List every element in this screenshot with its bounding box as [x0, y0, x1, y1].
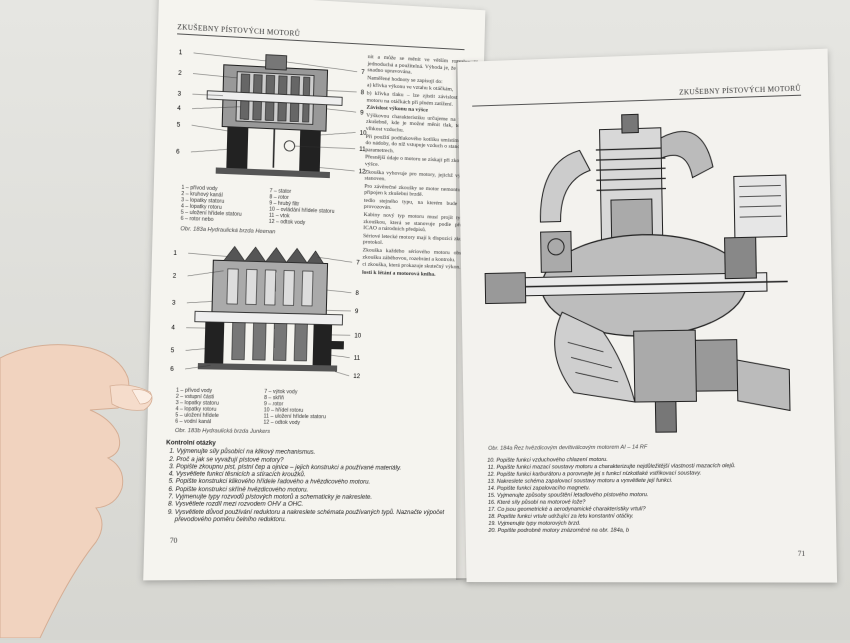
callout-b11: 11 [354, 356, 361, 362]
radial-engine-section-drawing [478, 103, 811, 444]
control-questions: Kontrolní otázky Vyjmenujte síly působíc… [164, 440, 464, 524]
figure-a-legend-col2: 7 – stator 8 – rotor 9 – hrubý filtr 10 … [269, 188, 362, 228]
question-item: Vysvětlete rozdíl mezi rozvodem OHV a OH… [175, 502, 463, 510]
hand-holding-book [0, 338, 190, 638]
callout-b9: 9 [355, 309, 359, 315]
callout-2: 2 [178, 71, 182, 77]
figure-heenan-brake [184, 42, 364, 193]
callout-b3: 3 [172, 300, 176, 306]
figure-b-legend-col2: 7 – výtok vody 8 – skříň 9 – rotor 10 – … [263, 389, 357, 427]
callout-b1: 1 [173, 251, 177, 257]
question-item: Popište podrobně motory znázorněné na ob… [498, 527, 814, 535]
callout-8: 8 [361, 90, 365, 96]
engine-figure-caption: Obr. 184a Řez hvězdicovým devítiválcovým… [488, 444, 647, 451]
figure-engine-cutaway [478, 103, 811, 444]
figure-a-caption: Obr. 183a Hydraulická brzda Heenan [180, 226, 275, 235]
callout-b8: 8 [355, 291, 359, 297]
callout-b4: 4 [171, 325, 175, 331]
callout-6: 6 [176, 149, 180, 155]
callout-b2: 2 [173, 273, 177, 279]
figure-junkers-brake [178, 239, 358, 387]
figure-a-legend-col1: 1 – přívod vody 2 – kruhový kanál 3 – lo… [181, 185, 272, 225]
questions-list: Vyjmenujte síly působící na klikový mech… [164, 449, 464, 525]
junkers-brake-drawing [178, 239, 358, 387]
questions-list-continued: Popište funkci vzduchového chlazení moto… [484, 455, 813, 535]
callout-b10: 10 [354, 333, 361, 339]
left-page: Zkušebny pístových motorů [143, 0, 485, 580]
hand-drawing [0, 338, 190, 638]
callout-3: 3 [178, 91, 182, 97]
right-page: Zkušebny pístových motorů [457, 49, 837, 583]
callout-4: 4 [177, 106, 181, 112]
callout-b12: 12 [353, 374, 360, 380]
question-item: Vysvětlete důvod používání reduktoru a n… [175, 509, 463, 524]
callout-7: 7 [361, 70, 365, 76]
callout-b7: 7 [356, 260, 360, 266]
callout-9: 9 [360, 110, 364, 116]
right-page-number: 71 [798, 550, 805, 558]
callout-1: 1 [179, 50, 183, 56]
right-page-questions: Popište funkci vzduchového chlazení moto… [484, 455, 813, 535]
heenan-brake-drawing [184, 42, 364, 193]
callout-5: 5 [177, 122, 181, 128]
